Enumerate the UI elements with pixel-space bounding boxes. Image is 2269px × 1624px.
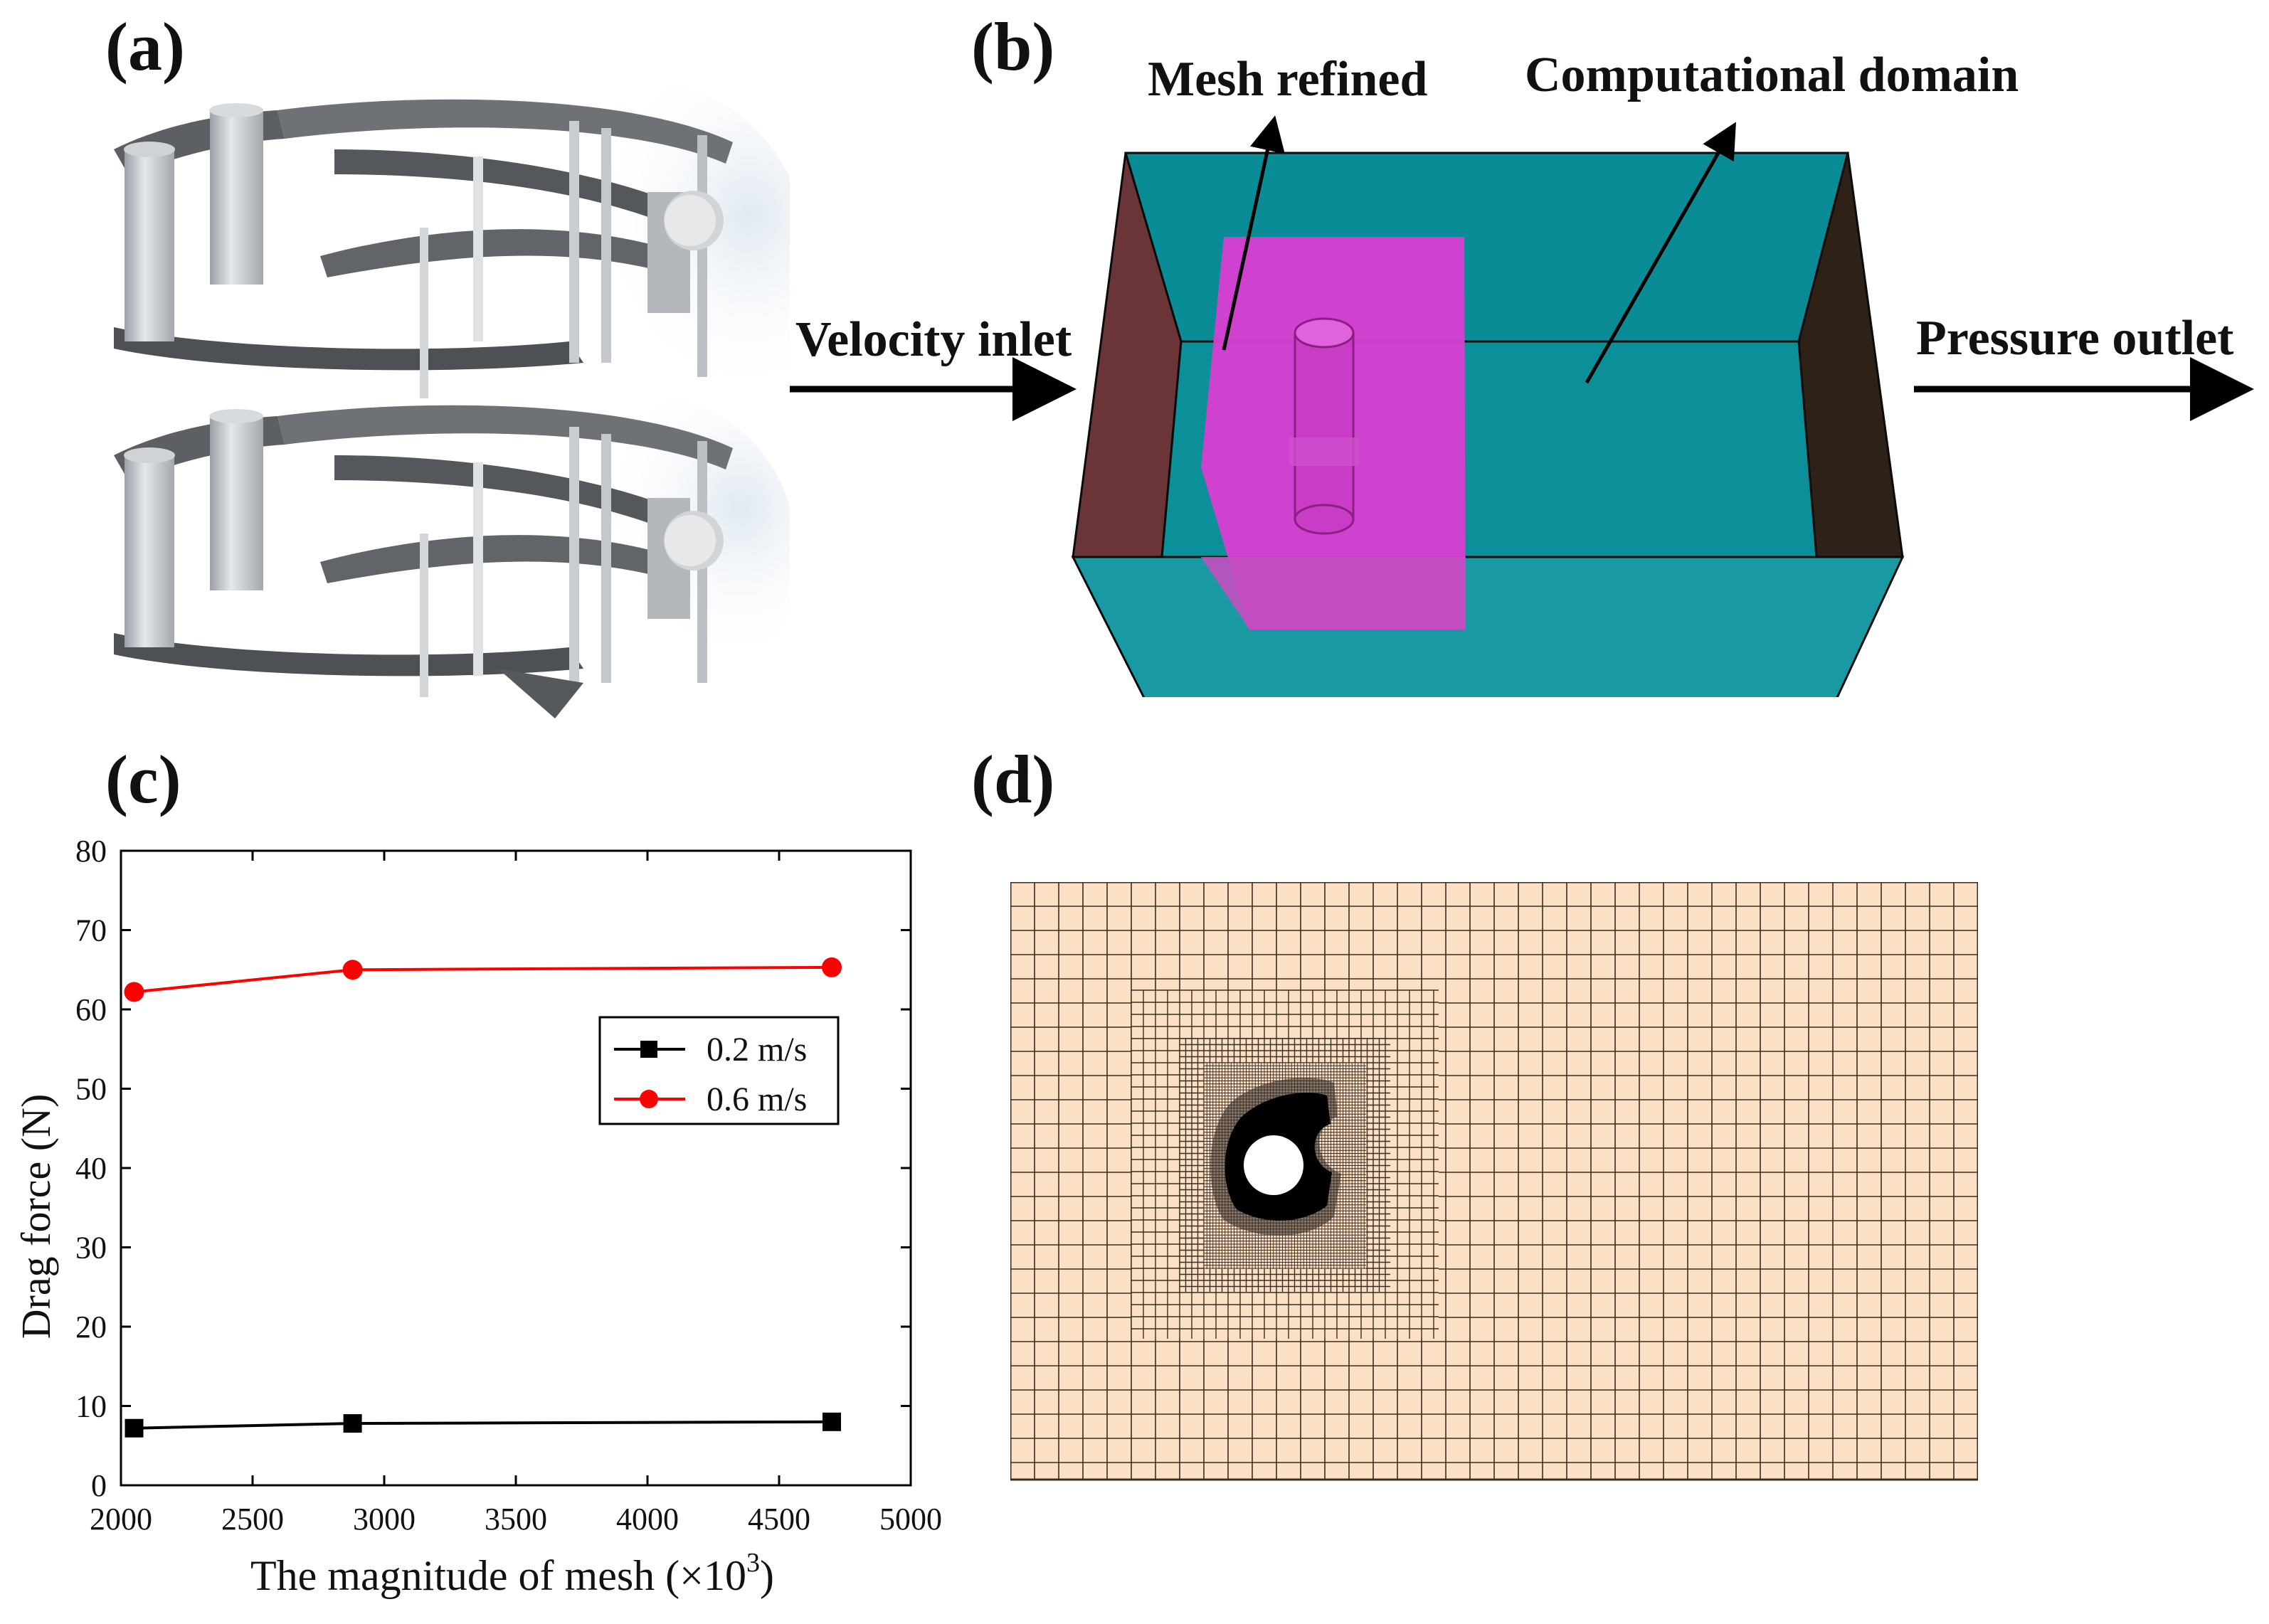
panel-c-label: (c): [105, 741, 181, 817]
panel-a-label: (a): [105, 9, 185, 85]
lower-rotor: [114, 405, 733, 718]
x-tick-label: 3500: [485, 1502, 547, 1537]
panel-a-turbine-illustration: [114, 85, 790, 718]
x-tick-label: 2000: [90, 1502, 152, 1537]
x-tick-label: 3000: [353, 1502, 416, 1537]
domain-front-face: [1071, 556, 1905, 697]
turbine-cylinder: [1289, 317, 1359, 535]
mesh-refined-callout: Mesh refined: [1148, 52, 1428, 107]
computational-domain-callout: Computational domain: [1525, 48, 2019, 102]
data-point: [342, 960, 363, 980]
y-tick-label: 0: [91, 1468, 107, 1503]
computational-domain-diagram: [790, 115, 2254, 697]
x-tick-label: 5000: [879, 1502, 942, 1537]
upper-rotor: [114, 99, 733, 398]
x-axis-label: The magnitude of mesh (×103): [250, 1548, 774, 1599]
y-tick-label: 40: [75, 1151, 107, 1186]
drag-force-chart: 2000 2500 3000 3500 4000 4500 5000 0 10 20 30 40 50 6…: [13, 834, 942, 1599]
y-tick-label: 80: [75, 834, 107, 869]
y-tick-label: 50: [75, 1072, 107, 1107]
y-tick-label: 70: [75, 913, 107, 948]
series-line: [134, 965, 832, 994]
legend-marker: [640, 1090, 658, 1108]
legend-box: [598, 1016, 840, 1125]
mesh-refined-arrow: [1222, 115, 1285, 351]
x-tick-label: 4500: [748, 1502, 810, 1537]
data-point: [343, 1414, 362, 1433]
x-tick-label: 2500: [221, 1502, 284, 1537]
data-point: [822, 957, 842, 977]
legend-label: 0.6 m/s: [707, 1081, 807, 1118]
y-axis-label: Drag force (N): [13, 1094, 59, 1339]
x-axis-label-superscript: 3: [746, 1548, 760, 1578]
series-line: [134, 1420, 832, 1430]
x-tick-label: 4000: [616, 1502, 679, 1537]
legend-marker: [640, 1041, 657, 1058]
mesh-refined-zone-front: [1201, 557, 1466, 630]
x-axis-label-end: ): [760, 1552, 774, 1599]
panel-d-label: (d): [971, 741, 1055, 817]
plot-frame: [120, 849, 912, 1487]
data-point: [124, 982, 144, 1002]
pressure-outlet-label: Pressure outlet: [1916, 311, 2234, 366]
y-tick-label: 30: [75, 1231, 107, 1265]
plot-area: 2000 2500 3000 3500 4000 4500 5000 0 10 20 30 40 50 6…: [75, 834, 942, 1537]
data-point: [823, 1412, 841, 1431]
mesh-slice-view: [1010, 882, 1978, 1481]
legend-label: 0.2 m/s: [707, 1031, 807, 1068]
y-tick-label: 10: [75, 1389, 107, 1424]
mesh-grid: [1010, 882, 1978, 1481]
y-tick-label: 20: [75, 1310, 107, 1344]
computational-domain-arrow: [1585, 122, 1736, 384]
y-tick-label: 60: [75, 992, 107, 1027]
x-axis-label-main: The magnitude of mesh (×10: [250, 1552, 746, 1599]
panel-b-label: (b): [971, 9, 1055, 85]
cylinder-hole: [1244, 1135, 1303, 1195]
data-point: [125, 1418, 144, 1438]
